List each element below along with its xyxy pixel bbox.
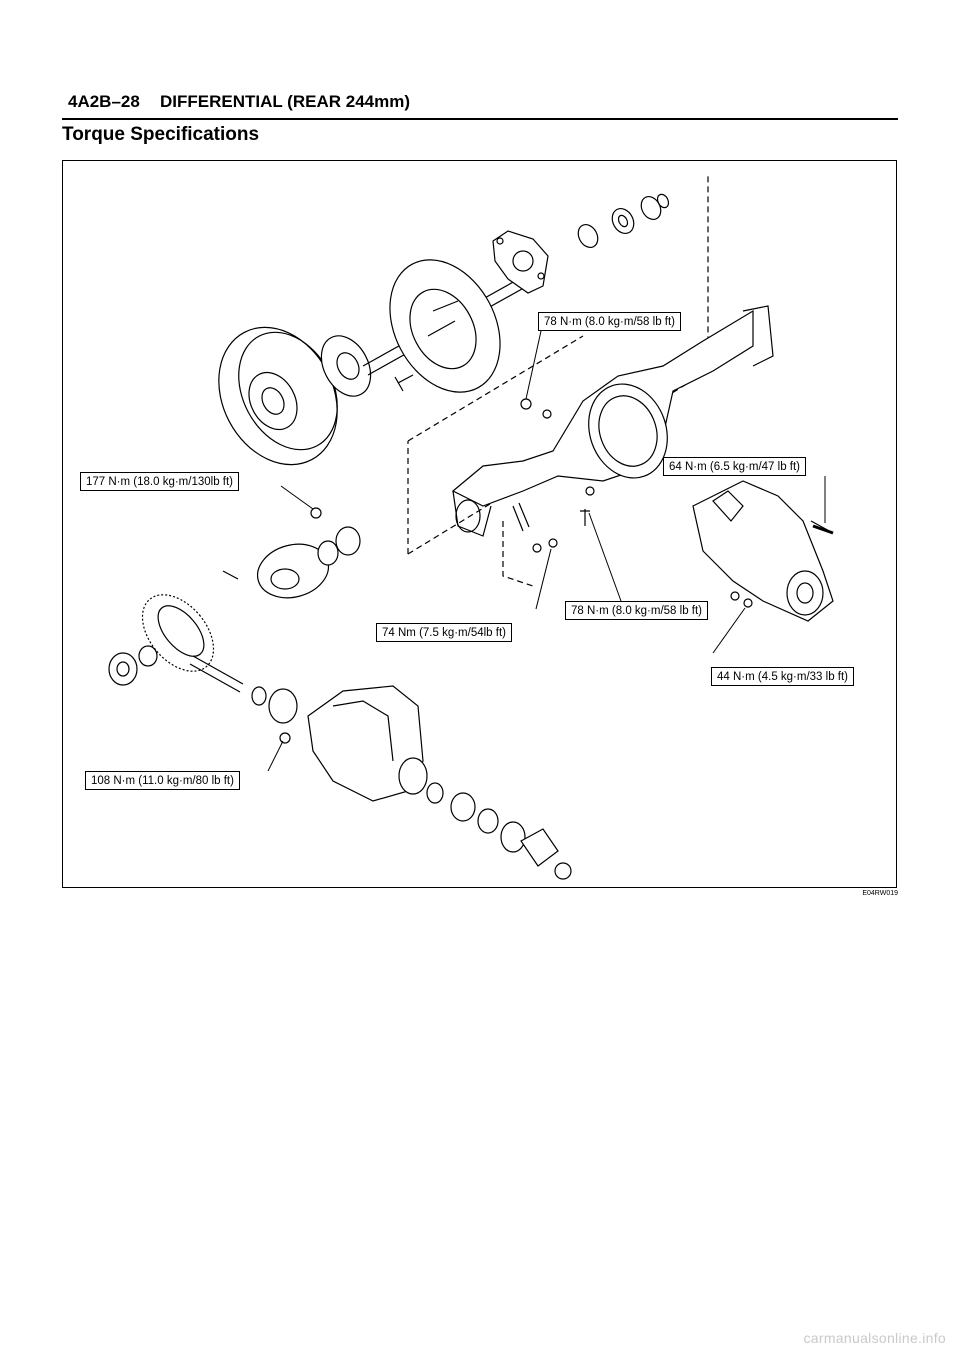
section-title: DIFFERENTIAL (REAR 244mm) — [160, 92, 410, 111]
backing-plate — [389, 259, 501, 393]
companion-flange-stack — [426, 782, 572, 880]
torque-label-78-top: 78 N·m (8.0 kg·m/58 lb ft) — [538, 312, 682, 331]
differential-case — [222, 526, 361, 599]
leader-lines — [267, 330, 826, 772]
torque-label-44: 44 N·m (4.5 kg·m/33 lb ft) — [711, 667, 855, 686]
figure-id: E04RW019 — [862, 890, 898, 897]
axle-housing — [451, 305, 774, 537]
watermark: carmanualsonline.info — [803, 1330, 946, 1346]
section-number: 4A2B–28 — [68, 92, 140, 111]
torque-label-177: 177 N·m (18.0 kg·m/130lb ft) — [80, 472, 240, 491]
torque-label-108: 108 N·m (11.0 kg·m/80 lb ft) — [85, 771, 240, 790]
carrier-housing-lower — [307, 685, 428, 802]
page-header: 4A2B–28 DIFFERENTIAL (REAR 244mm) — [62, 88, 898, 120]
page-heading: Torque Specifications — [62, 124, 260, 145]
bolts — [279, 374, 834, 744]
carrier-assembly-right — [692, 480, 834, 622]
bearing-stack-top — [577, 193, 670, 249]
hub-drum — [320, 335, 372, 397]
retainer-bracket — [492, 230, 549, 294]
torque-label-78-bottom: 78 N·m (8.0 kg·m/58 lb ft) — [565, 601, 709, 620]
brake-rotor — [218, 326, 338, 466]
ring-gear — [141, 594, 215, 672]
torque-label-74: 74 Nm (7.5 kg·m/54lb ft) — [376, 623, 512, 642]
torque-label-64: 64 N·m (6.5 kg·m/47 lb ft) — [663, 457, 807, 476]
exploded-view-figure: 78 N·m (8.0 kg·m/58 lb ft) 64 N·m (6.5 k… — [62, 160, 897, 888]
exploded-view-drawing — [108, 173, 834, 880]
pinion-parts — [108, 645, 298, 724]
